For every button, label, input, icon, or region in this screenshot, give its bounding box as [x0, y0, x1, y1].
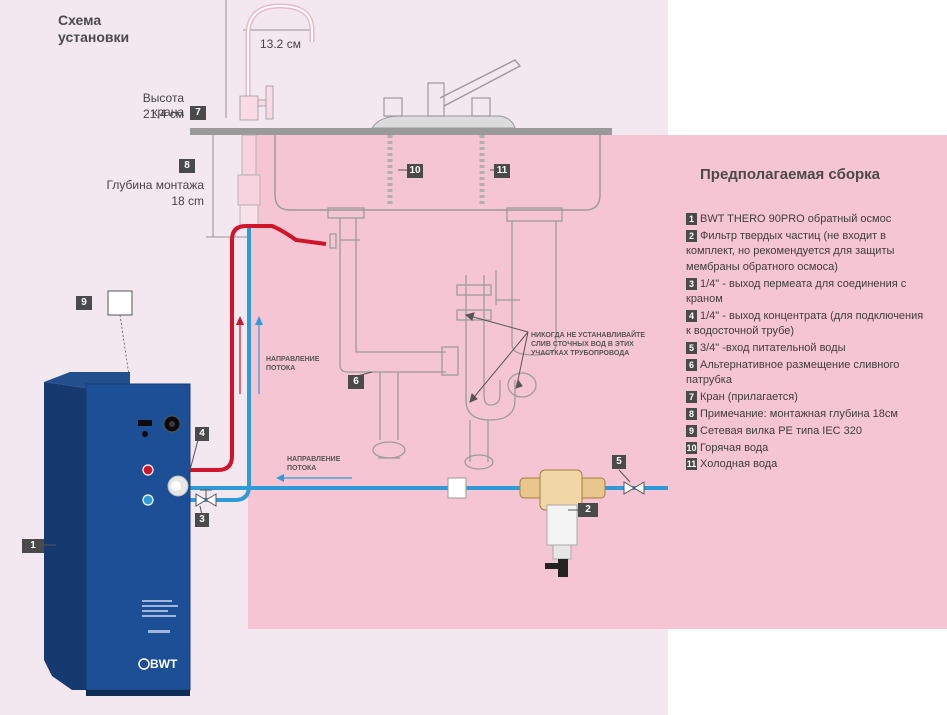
faucet-handle: [265, 85, 274, 120]
spout-reach-label: 13.2 см: [260, 37, 301, 51]
flow-label-horizontal: НАПРАВЛЕНИЕ ПОТОКА: [287, 456, 341, 472]
ro-unit: T BWT: [44, 372, 191, 696]
flow-label-vertical: НАПРАВЛЕНИЕ ПОТОКА: [266, 356, 320, 372]
power-plug-box: [107, 290, 133, 316]
mixer-spout: [439, 59, 522, 107]
marker-7: 7: [190, 106, 206, 120]
marker-6: 6: [348, 375, 364, 389]
marker-10: 10: [407, 164, 423, 178]
faucet-body: [239, 95, 259, 121]
marker-8: 8: [179, 159, 195, 173]
bwt-logo-text: BWT: [150, 657, 178, 671]
schema-title: Схема установки: [58, 12, 129, 46]
drain-pipes: [327, 207, 563, 470]
warning-leaders: [464, 312, 529, 403]
mount-depth-label: Глубина монтажа: [106, 178, 204, 192]
faucet-shank: [241, 134, 257, 176]
marker-1: 1: [22, 539, 44, 553]
drain-warning-label: НИКОГДА НЕ УСТАНАВЛИВАЙТЕ СЛИВ СТОЧНЫХ В…: [531, 332, 646, 357]
faucet-height-value: 21.4 см: [143, 107, 184, 121]
sink-bowl: [274, 135, 601, 211]
mount-depth-value: 18 cm: [171, 194, 204, 208]
marker-2: 2: [578, 503, 598, 517]
permeate-pipe: [150, 228, 251, 502]
mixer-base: [371, 115, 516, 129]
marker-11: 11: [494, 164, 510, 178]
faucet-height-label: Высота крана: [142, 91, 184, 119]
marker-3: 3: [195, 513, 209, 527]
title-line-1: Схема: [58, 12, 102, 28]
marker-5: 5: [612, 455, 626, 469]
counter-top: [190, 128, 612, 135]
marker-9: 9: [76, 296, 92, 310]
white-corner: [668, 0, 947, 135]
filter-drain-valve: [558, 559, 568, 577]
title-line-2: установки: [58, 29, 130, 45]
concentrate-pipe: [150, 224, 327, 472]
legend-title: Предполагаемая сборка: [700, 166, 881, 183]
marker-4: 4: [195, 427, 209, 441]
